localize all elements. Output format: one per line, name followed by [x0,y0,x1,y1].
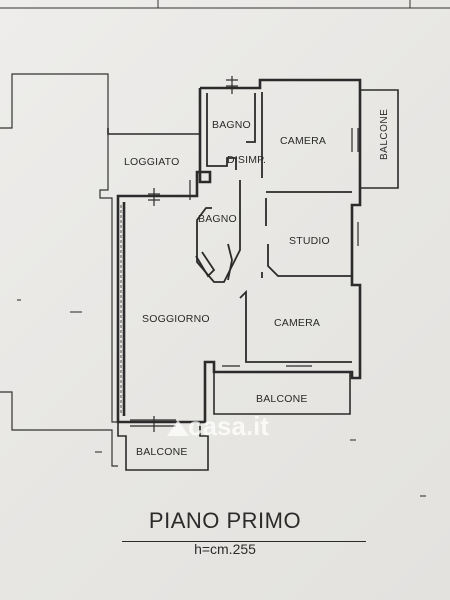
label-bagno-mid: BAGNO [198,213,237,225]
label-soggiorno: SOGGIORNO [142,313,210,325]
watermark-text: casa.it [188,411,269,441]
floor-title: PIANO PRIMO [148,508,302,533]
interior-walls [195,92,352,363]
top-edge-lines [0,0,450,9]
label-balcone-left: BALCONE [136,446,188,458]
label-disimp: DISIMP. [227,154,266,166]
label-loggiato: LOGGIATO [124,156,179,168]
adjacent-building-outline [0,73,122,467]
margin-ticks [17,299,426,497]
label-camera-top: CAMERA [280,135,326,147]
floor-height: h=cm.255 [194,541,256,557]
house-logo-icon [167,420,189,436]
window-markers [130,76,359,432]
label-balcone-right: BALCONE [379,109,390,160]
watermark: casa.it [167,411,269,441]
label-camera-bottom: CAMERA [274,317,320,329]
title-underline [122,541,366,543]
balcony-outlines [107,89,399,471]
label-balcone-bottom: BALCONE [256,393,308,405]
label-studio: STUDIO [289,235,330,247]
label-bagno-top: BAGNO [212,119,251,131]
